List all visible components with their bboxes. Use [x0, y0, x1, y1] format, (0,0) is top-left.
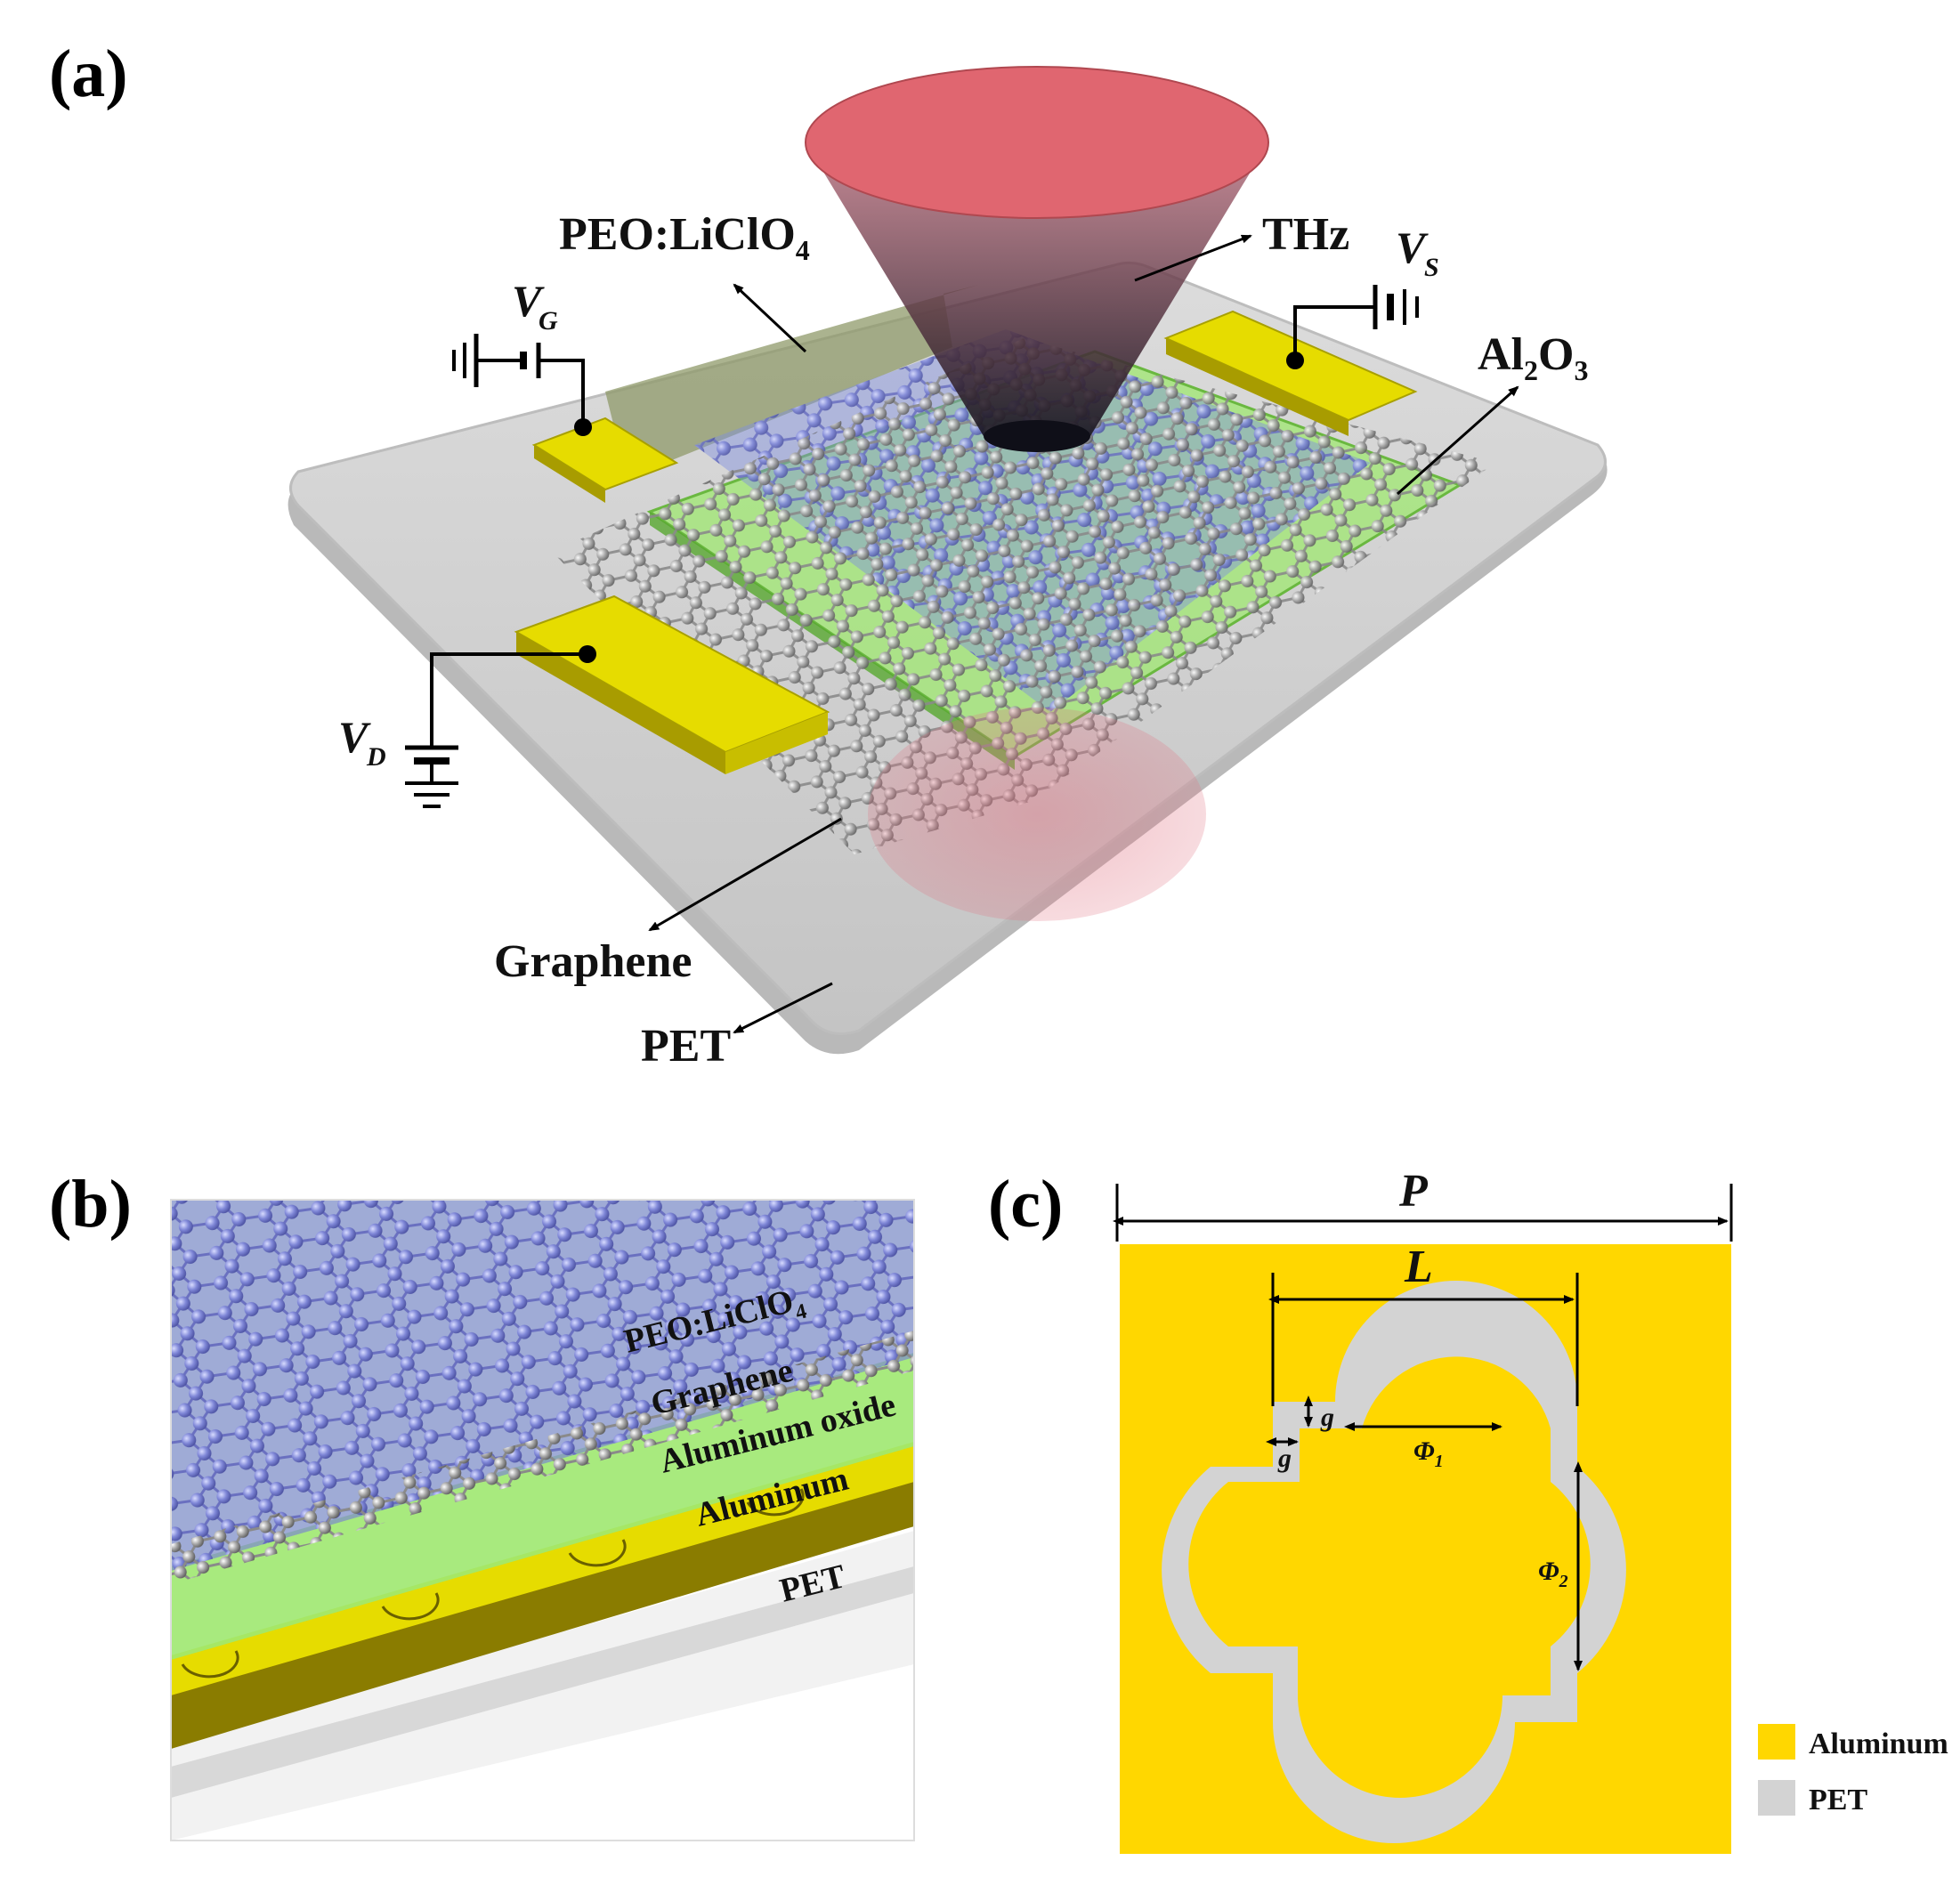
source-circuit: V S: [1286, 222, 1439, 369]
panel-b-label: (b): [49, 1167, 132, 1242]
vd-label: V: [338, 712, 371, 762]
aluminum-layer-b: [171, 1468, 914, 1749]
vg-subscript: G: [539, 306, 558, 336]
legend-swatch-pet: [1758, 1780, 1795, 1816]
graphene-label-a: Graphene: [494, 936, 692, 987]
phi1-label: Φ1: [1413, 1436, 1444, 1471]
legend-label-pet: PET: [1809, 1784, 1867, 1816]
gate-circuit: V G: [452, 276, 592, 436]
phi2-label: Φ2: [1538, 1557, 1568, 1591]
pet-slot-ring: [1162, 1281, 1626, 1843]
al2o3-label: Al2O3: [1478, 329, 1588, 386]
panel-c-label: (c): [988, 1167, 1063, 1242]
aluminum-etch-arcs: [181, 1488, 805, 1679]
drain-electrode: [514, 595, 830, 774]
panel-a: (a): [49, 36, 1608, 1072]
vs-subscript: S: [1424, 253, 1439, 282]
g-label-horizontal: g: [1277, 1444, 1292, 1473]
peo-strip: [605, 285, 979, 467]
vd-subscript: D: [366, 742, 386, 772]
al2o3-pointer: [1397, 385, 1519, 496]
p-label: P: [1398, 1166, 1429, 1217]
graphene-pointer: [648, 817, 842, 932]
g-label-vertical: g: [1320, 1403, 1334, 1432]
panel-c: (c) P L g g Φ1 Φ2: [988, 1166, 1948, 1854]
panel-b: (b) PEO: [49, 1167, 915, 1841]
pet-label-a: PET: [641, 1021, 731, 1072]
graphene-row-b: [171, 1331, 914, 1584]
peo-label-a: PEO:LiClO4: [559, 209, 810, 266]
drain-circuit: V D: [338, 645, 596, 808]
legend: Aluminum PET: [1758, 1724, 1948, 1816]
thz-label: THz: [1262, 209, 1349, 260]
legend-swatch-aluminum: [1758, 1724, 1795, 1760]
vg-label: V: [512, 276, 545, 326]
oxide-layer-b: [171, 1353, 914, 1660]
thz-pointer: [1134, 234, 1252, 282]
panel-a-label: (a): [49, 36, 128, 111]
pet-pointer: [733, 982, 833, 1034]
l-label: L: [1404, 1242, 1433, 1292]
legend-label-aluminum: Aluminum: [1809, 1727, 1948, 1760]
thz-beam: [805, 66, 1269, 921]
vs-label: V: [1396, 222, 1429, 272]
peo-pointer: [733, 283, 807, 353]
